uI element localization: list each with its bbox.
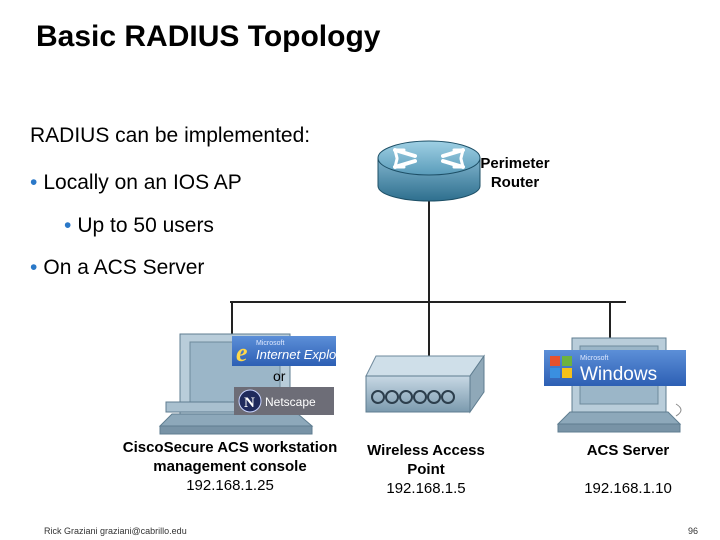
access-point-label-line1: Wireless Access — [367, 442, 485, 459]
acs-server-ip: 192.168.1.10 — [584, 480, 672, 497]
access-point-ip: 192.168.1.5 — [386, 480, 466, 497]
netscape-n: N — [244, 395, 255, 411]
windows-label: Windows — [580, 364, 657, 385]
netscape-label: Netscape — [265, 395, 316, 409]
ie-label: Internet Explorer — [256, 347, 353, 362]
svg-text:e: e — [236, 338, 248, 367]
windows-logo: Microsoft Windows — [544, 350, 686, 386]
router-label-line1: Perimeter — [480, 155, 550, 172]
netscape-logo: N Netscape — [234, 387, 334, 415]
bullet-text: On a ACS Server — [43, 256, 205, 279]
footer-author: Rick Graziani graziani@cabrillo.edu — [44, 526, 187, 536]
workstation-ip: 192.168.1.25 — [186, 477, 274, 494]
access-point-label: Wireless Access Point 192.168.1.5 — [356, 441, 496, 498]
router-label: Perimeter Router — [472, 154, 558, 192]
access-point-icon — [365, 354, 485, 414]
workstation-label: CiscoSecure ACS workstation management c… — [108, 438, 352, 495]
acs-server-label: ACS Server 192.168.1.10 — [568, 441, 688, 498]
windows-small-text: Microsoft — [580, 355, 608, 362]
workstation-label-line1: CiscoSecure ACS workstation — [122, 439, 338, 456]
bullet-local-ap: •Locally on an IOS AP — [30, 171, 242, 195]
bullet-text: Up to 50 users — [77, 214, 214, 237]
internet-explorer-logo: e Microsoft Internet Explorer — [232, 336, 353, 367]
ie-small-text: Microsoft — [256, 340, 284, 347]
access-point-label-line2: Point — [407, 461, 445, 478]
bullet-dot: • — [30, 171, 38, 194]
router-icon — [377, 140, 481, 202]
workstation-label-line2: management console — [153, 458, 307, 475]
bullet-50-users: •Up to 50 users — [64, 214, 214, 238]
router-label-line2: Router — [490, 174, 540, 191]
or-text: or — [273, 368, 286, 384]
intro-text: RADIUS can be implemented: — [30, 124, 311, 147]
bullet-dot: • — [30, 256, 38, 279]
page-number: 96 — [688, 526, 699, 536]
acs-server-label-line1: ACS Server — [586, 442, 670, 459]
page-title: Basic RADIUS Topology — [36, 20, 381, 53]
bullet-dot: • — [64, 214, 72, 237]
bullet-text: Locally on an IOS AP — [43, 171, 242, 194]
bullet-acs-server: •On a ACS Server — [30, 256, 204, 280]
